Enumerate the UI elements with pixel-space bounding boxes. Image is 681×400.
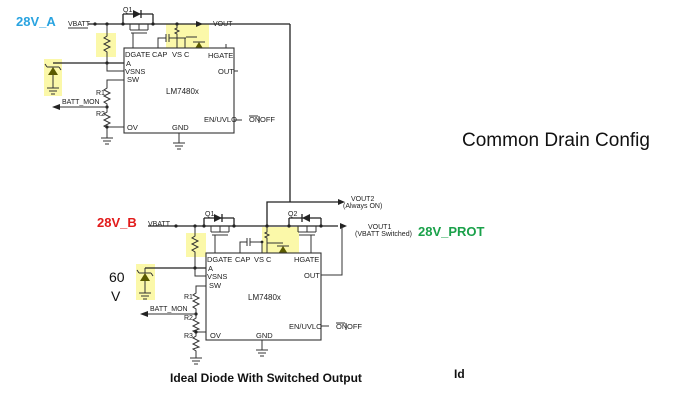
wire-vout2 — [266, 201, 338, 226]
pin-out-b: OUT — [304, 271, 320, 280]
pin-dgate-b: DGATE — [207, 255, 232, 264]
tvs-rating-line1: 60 — [109, 269, 125, 285]
wire-out-b — [321, 226, 343, 276]
pin-hgate-b: HGATE — [294, 255, 319, 264]
rail-label-28v-prot: 28V_PROT — [418, 224, 485, 239]
net-label-batt-mon-a: BATT_MON — [62, 99, 100, 106]
pin-c-b: C — [266, 255, 272, 264]
chip-lm7480x-b — [205, 252, 322, 341]
resistor-label-r3-b: R3 — [184, 333, 193, 340]
pin-c-a: C — [184, 50, 190, 59]
resistor-pullup-b — [190, 226, 200, 268]
pin-vs-b: VS — [254, 255, 264, 264]
pin-vsns-b: VSNS — [207, 272, 227, 281]
pin-dgate-a: DGATE — [125, 50, 150, 59]
fet-label-q1-b: Q1 — [205, 211, 214, 218]
diagram-caption: Ideal Diode With Switched Output — [170, 371, 362, 385]
rail-label-28v-a: 28V_A — [16, 14, 56, 29]
chip-lm7480x-a — [123, 47, 235, 134]
pin-vs-a: VS — [172, 50, 182, 59]
resistor-label-r2-b: R2 — [184, 315, 193, 322]
pin-cap-b: CAP — [235, 255, 250, 264]
pin-gnd-a: GND — [172, 123, 189, 132]
circuit-a: 28V_A VBATT VOUT Q1 — [16, 7, 291, 200]
net-label-vout-a: VOUT — [213, 21, 233, 28]
ground-chip-a — [173, 133, 185, 150]
circuit-b: 28V_B VBATT VOUT1 (VBATT Switched) 28V_P… — [97, 196, 485, 365]
net-label-vout1: VOUT1 — [368, 224, 391, 231]
switch-off-a: OFF — [260, 115, 275, 124]
pin-out-a: OUT — [218, 67, 234, 76]
resistor-label-r2-a: R2 — [96, 111, 105, 118]
config-title: Common Drain Config — [462, 130, 650, 151]
resistor-pullup-a — [102, 24, 112, 67]
pin-en-uvlo-b: EN/UVLO — [289, 322, 322, 331]
divider-a: R1 R2 BATT_MON — [52, 79, 124, 145]
pin-ov-a: OV — [127, 123, 138, 132]
switch-on-b: ON — [336, 322, 347, 331]
net-label-vout2: VOUT2 — [351, 196, 374, 203]
pin-vsns-a: VSNS — [125, 67, 145, 76]
resistor-label-r1-a: R1 — [96, 90, 105, 97]
switch-off-b: OFF — [347, 322, 362, 331]
pin-sw-b: SW — [209, 281, 222, 290]
chip-label-a: LM7480x — [166, 87, 199, 96]
switch-on-a: ON — [249, 115, 260, 124]
arrow-vout2 — [338, 199, 345, 205]
pin-sw-a: SW — [127, 75, 140, 84]
pin-a-b: A — [208, 264, 213, 273]
mosfet-q1-b — [203, 214, 235, 253]
net-label-vbatt-a: VBATT — [68, 21, 91, 28]
pin-gnd-b: GND — [256, 331, 273, 340]
resistor-label-r1-b: R1 — [184, 294, 193, 301]
net-label-vout1-note: (VBATT Switched) — [355, 231, 412, 238]
pin-hgate-a: HGATE — [208, 51, 233, 60]
pin-ov-b: OV — [210, 331, 221, 340]
arrow-vout-a — [196, 21, 203, 27]
net-label-vbatt-b: VBATT — [148, 221, 171, 228]
pin-a-a: A — [126, 59, 131, 68]
chip-label-b: LM7480x — [248, 293, 281, 302]
mosfet-q1-a — [122, 10, 154, 50]
divider-b: R1 R2 R3 BATT_MON — [140, 285, 206, 365]
pin-cap-a: CAP — [152, 50, 167, 59]
net-label-batt-mon-b: BATT_MON — [150, 306, 188, 313]
tvs-diode-b — [136, 267, 206, 300]
tvs-rating-line2: V — [111, 288, 121, 304]
rail-label-28v-b: 28V_B — [97, 215, 137, 230]
highlight-pullup-b — [186, 233, 206, 257]
net-label-vout2-note: (Always ON) — [343, 203, 382, 210]
pin-en-uvlo-a: EN/UVLO — [204, 115, 237, 124]
note-id: Id — [454, 367, 465, 381]
fet-label-q1-a: Q1 — [123, 7, 132, 14]
tvs-diode-a — [44, 62, 124, 95]
fet-label-q2: Q2 — [288, 211, 297, 218]
ground-chip-b — [256, 340, 268, 357]
